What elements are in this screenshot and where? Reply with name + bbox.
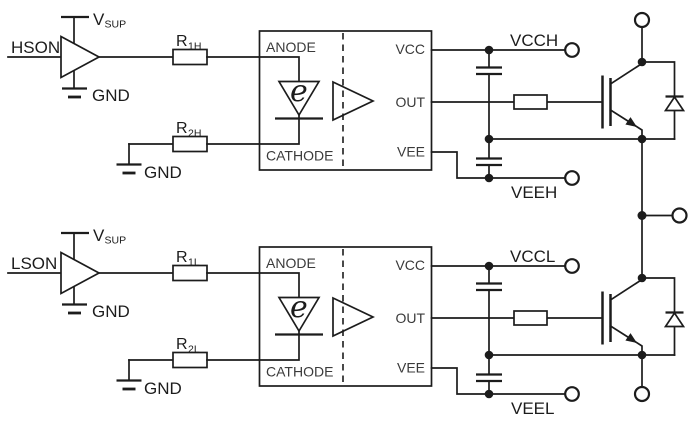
driver-channel-high: HSON V SUP GND R 1H GND R 2H e ANODE CAT… bbox=[7, 10, 686, 202]
anode-pin-label: ANODE bbox=[266, 39, 316, 55]
igbt bbox=[601, 62, 644, 140]
junction-dot bbox=[484, 45, 494, 55]
junction-dot bbox=[484, 134, 494, 144]
vcc-pin-label: VCC bbox=[395, 257, 425, 273]
buffer-gnd-label: GND bbox=[92, 302, 130, 321]
r1-label-sub: 1L bbox=[188, 257, 200, 269]
led-emitter-symbol: e bbox=[290, 290, 308, 325]
vee-wire bbox=[430, 151, 566, 179]
vee-decoupling-cap bbox=[476, 373, 502, 383]
led-emitter-symbol: e bbox=[290, 74, 308, 109]
igbt-collector-lead bbox=[609, 62, 644, 86]
cathode-pin-label: CATHODE bbox=[266, 364, 333, 380]
vee-rail-terminal bbox=[564, 386, 580, 402]
junction-dot bbox=[484, 350, 494, 360]
vee-rail-label: VEEH bbox=[511, 183, 557, 202]
r2-label-sub: 2L bbox=[188, 344, 200, 356]
r2-gnd-symbol bbox=[116, 359, 142, 391]
junction-dot bbox=[484, 261, 494, 271]
junction-dot bbox=[484, 173, 494, 183]
freewheel-diode bbox=[641, 277, 686, 356]
vee-rail-terminal bbox=[564, 170, 580, 186]
gate-resistor bbox=[513, 94, 548, 110]
igbt-collector-lead bbox=[609, 278, 644, 302]
cathode-wire bbox=[258, 114, 300, 145]
anode-wire bbox=[258, 56, 300, 83]
vee-pin-label: VEE bbox=[397, 360, 425, 376]
vsup-label-sub: SUP bbox=[105, 235, 127, 247]
r1-label: R bbox=[176, 33, 188, 50]
vcc-rail-label: VCCL bbox=[510, 247, 555, 266]
gnd-symbol bbox=[62, 303, 87, 315]
phase-terminal bbox=[671, 207, 688, 224]
vsup-label: V bbox=[93, 226, 105, 245]
buffer-triangle bbox=[60, 35, 101, 79]
r2-label: R bbox=[176, 336, 188, 353]
out-pin-label: OUT bbox=[395, 94, 425, 110]
anode-pin-label: ANODE bbox=[266, 255, 316, 271]
vsup-label: V bbox=[93, 10, 105, 29]
r1-label: R bbox=[176, 249, 188, 266]
input-label: HSON bbox=[11, 38, 60, 57]
led-triangle bbox=[277, 296, 321, 333]
buffer-gnd-label: GND bbox=[92, 86, 130, 105]
vee-wire bbox=[430, 367, 566, 395]
led-triangle bbox=[277, 80, 321, 117]
r2-label: R bbox=[176, 120, 188, 137]
cathode-pin-label: CATHODE bbox=[266, 148, 333, 164]
gate-resistor bbox=[513, 310, 548, 326]
buffer-triangle bbox=[60, 251, 101, 295]
vcc-decoupling-cap bbox=[476, 66, 502, 76]
r1-label-sub: 1H bbox=[188, 41, 201, 53]
diode-branch-wire bbox=[641, 61, 676, 140]
power-column bbox=[633, 11, 688, 403]
diode-branch-wire bbox=[641, 277, 676, 356]
input-label: LSON bbox=[11, 254, 57, 273]
gnd-symbol bbox=[62, 87, 87, 99]
vcc-rail-label: VCCH bbox=[510, 31, 558, 50]
bus-bottom-terminal bbox=[633, 385, 651, 403]
r2-label-sub: 2H bbox=[188, 128, 201, 140]
driver-channel-low: LSON V SUP GND R 1L GND R 2L e ANODE CAT… bbox=[7, 226, 686, 418]
anode-wire bbox=[258, 272, 300, 299]
diode-triangle bbox=[663, 311, 686, 328]
vcc-rail-terminal bbox=[564, 42, 580, 58]
vsup-label-sub: SUP bbox=[105, 19, 127, 31]
vee-decoupling-cap bbox=[476, 157, 502, 167]
r2-gnd-label: GND bbox=[144, 379, 182, 398]
cathode-wire bbox=[258, 330, 300, 361]
out-pin-label: OUT bbox=[395, 310, 425, 326]
junction-dot bbox=[484, 389, 494, 399]
igbt-emitter-arrow bbox=[625, 117, 637, 127]
vcc-decoupling-cap bbox=[476, 282, 502, 292]
r2-gnd-label: GND bbox=[144, 163, 182, 182]
freewheel-diode bbox=[641, 61, 686, 140]
igbt bbox=[601, 278, 644, 356]
vee-rail-label: VEEL bbox=[511, 399, 554, 418]
r2-gnd-symbol bbox=[116, 143, 142, 175]
igbt-emitter-arrow bbox=[625, 333, 637, 343]
vcc-rail-terminal bbox=[564, 258, 580, 274]
vee-pin-label: VEE bbox=[397, 144, 425, 160]
diode-triangle bbox=[663, 95, 686, 112]
bus-top-terminal bbox=[633, 11, 651, 29]
vcc-pin-label: VCC bbox=[395, 41, 425, 57]
